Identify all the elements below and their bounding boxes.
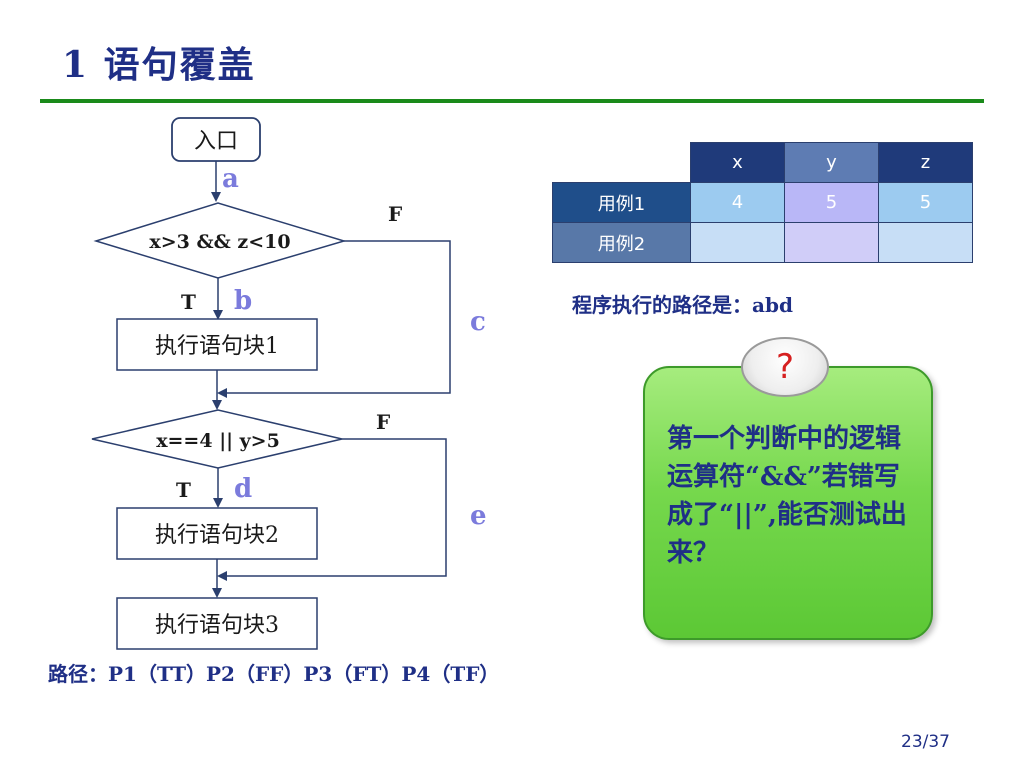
table-header-y: y bbox=[784, 142, 879, 183]
table-cell bbox=[784, 222, 879, 263]
callout-text: 第一个判断中的逻辑运算符“&&”若错写成了“||”,能否测试出来？ bbox=[667, 424, 907, 568]
table-header-x: x bbox=[690, 142, 785, 183]
table-row: 用例1 4 5 5 bbox=[552, 182, 973, 223]
block-3-label: 执行语句块3 bbox=[155, 613, 279, 638]
edge-b-label: b bbox=[234, 286, 252, 316]
block-1 bbox=[116, 318, 318, 371]
paths-list: 路径：P1（TT）P2（FF）P3（FT）P4（TF） bbox=[48, 662, 500, 686]
edge-c-line bbox=[217, 240, 451, 398]
table-cell: 4 bbox=[690, 182, 785, 223]
decision-1-false-label: F bbox=[388, 202, 402, 226]
question-callout: 第一个判断中的逻辑运算符“&&”若错写成了“||”,能否测试出来？ bbox=[643, 366, 933, 640]
execution-path-text: 程序执行的路径是：abd bbox=[572, 293, 793, 317]
table-cell bbox=[690, 222, 785, 263]
block-2 bbox=[116, 507, 318, 560]
edge-e-label: e bbox=[470, 501, 487, 531]
edge-d-label: d bbox=[234, 474, 252, 504]
test-case-table: x y z 用例1 4 5 5 用例2 bbox=[552, 142, 973, 263]
table-cell bbox=[878, 222, 973, 263]
page-number: 23/37 bbox=[901, 732, 950, 752]
edge-c-label: c bbox=[470, 307, 486, 337]
row-label: 用例1 bbox=[552, 182, 691, 223]
question-mark-icon: ? bbox=[741, 337, 829, 397]
title-divider bbox=[40, 99, 984, 103]
decision-2-true-label: T bbox=[176, 478, 191, 502]
edge-a-label: a bbox=[222, 164, 239, 194]
table-header-z: z bbox=[878, 142, 973, 183]
table-header-row: x y z bbox=[552, 142, 973, 183]
block-1-label: 执行语句块1 bbox=[155, 334, 279, 359]
entry-label: 入口 bbox=[194, 129, 238, 154]
table-row: 用例2 bbox=[552, 222, 973, 263]
table-cell: 5 bbox=[878, 182, 973, 223]
decision-1-label: x>3 && z<10 bbox=[149, 231, 290, 253]
block-3 bbox=[116, 597, 318, 650]
edge-e-line bbox=[217, 438, 447, 581]
table-cell: 5 bbox=[784, 182, 879, 223]
table-corner-cell bbox=[552, 142, 691, 183]
decision-1-true-label: T bbox=[181, 290, 196, 314]
block-2-label: 执行语句块2 bbox=[155, 523, 279, 548]
decision-2-label: x==4 || y>5 bbox=[156, 430, 280, 452]
row-label: 用例2 bbox=[552, 222, 691, 263]
decision-2-false-label: F bbox=[376, 410, 390, 434]
slide-title: 1 语句覆盖 bbox=[62, 44, 256, 86]
